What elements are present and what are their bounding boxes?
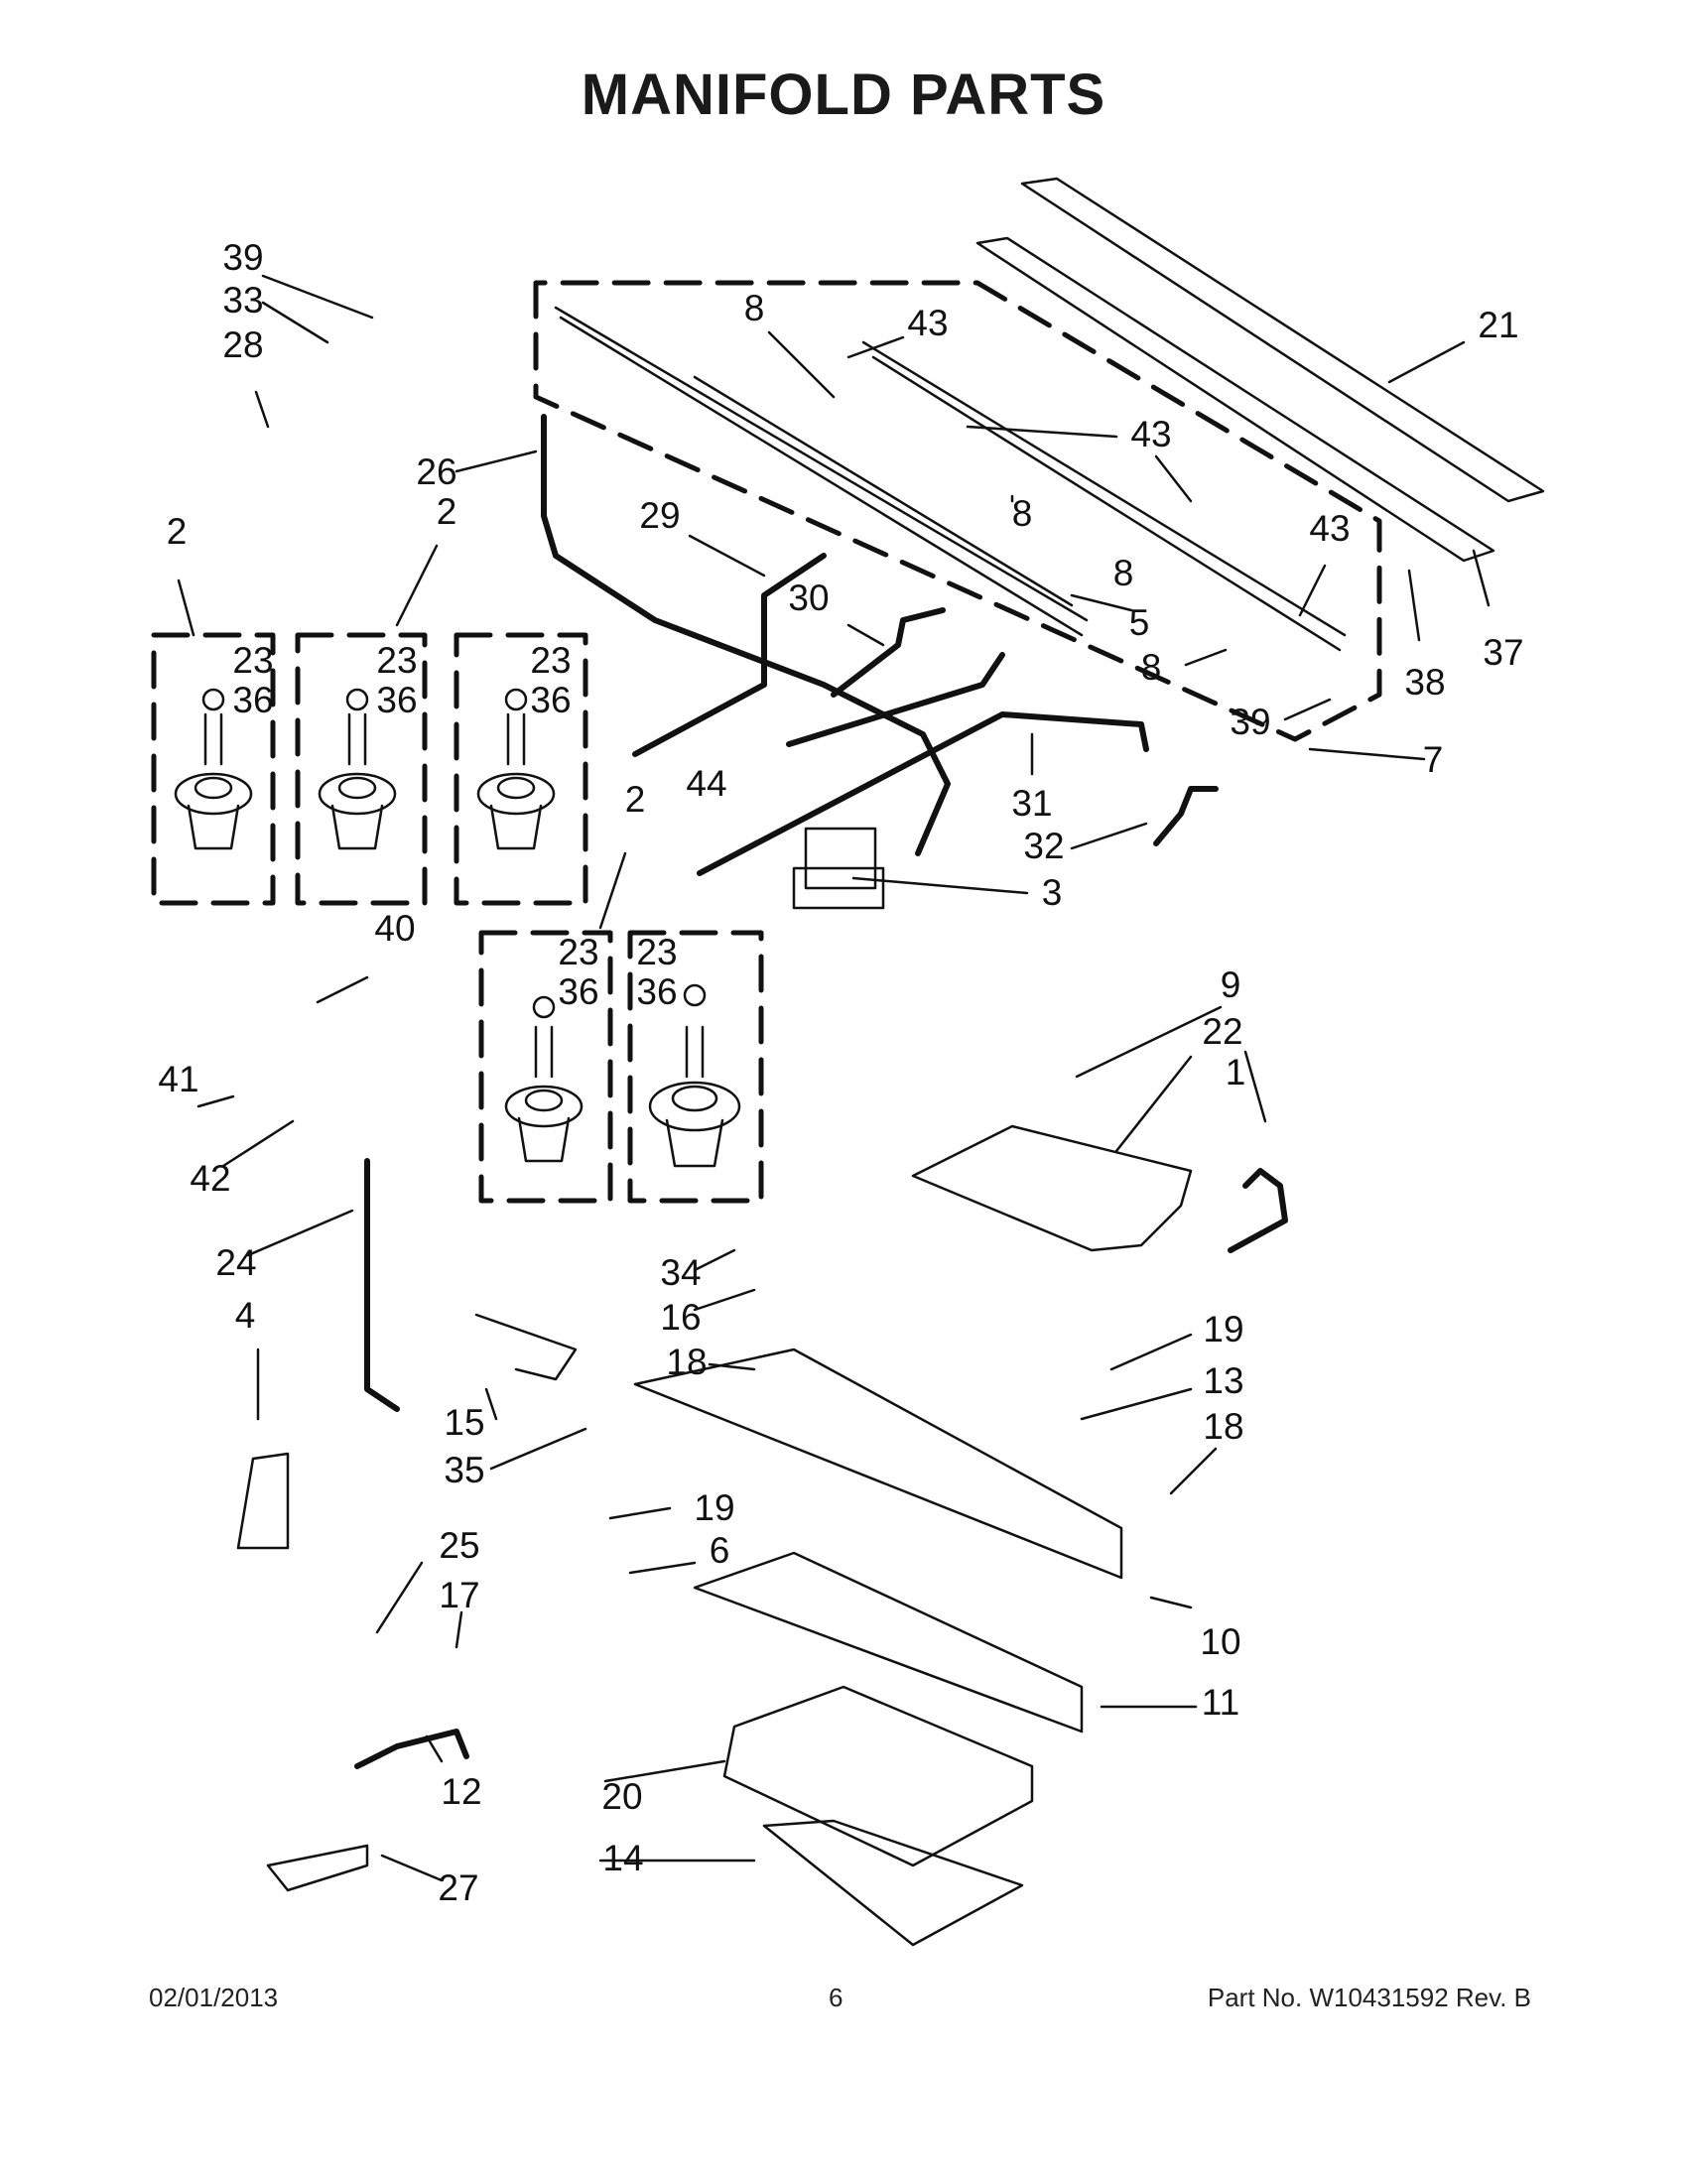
callout-label: 23 — [232, 640, 273, 681]
callout-label: 8 — [1113, 553, 1134, 593]
callout-label: 30 — [788, 578, 829, 618]
callout-label: 9 — [1221, 964, 1241, 1005]
callout-label: 26 — [416, 451, 456, 492]
callout-label: 28 — [222, 324, 263, 365]
callout-label: 23 — [558, 932, 598, 972]
callout-label: 36 — [558, 971, 598, 1012]
callout-label: 29 — [639, 495, 680, 536]
callout-label: 27 — [438, 1867, 478, 1908]
callout-label: 42 — [190, 1158, 230, 1199]
callout-label: 8 — [1012, 493, 1033, 534]
callout-label: 44 — [686, 763, 726, 804]
page-title: MANIFOLD PARTS — [581, 63, 1106, 127]
callout-label: 2 — [625, 779, 646, 820]
callout-label: 34 — [660, 1252, 701, 1293]
callout-label: 25 — [439, 1525, 479, 1566]
callout-label: 2 — [167, 511, 188, 552]
callout-label: 36 — [232, 680, 273, 720]
callout-label: 12 — [441, 1771, 481, 1812]
burner-valve-drawings — [174, 688, 741, 1168]
callout-label: 36 — [530, 680, 571, 720]
callout-label: 41 — [158, 1059, 198, 1099]
callout-label: 19 — [1203, 1309, 1243, 1349]
callout-label: 39 — [1230, 702, 1270, 742]
callout-label: 11 — [1202, 1682, 1239, 1723]
callout-label: 13 — [1203, 1360, 1243, 1401]
manifold-assembly-outline — [533, 280, 1382, 742]
callout-label: 7 — [1423, 739, 1444, 780]
callout-label: 38 — [1404, 662, 1445, 703]
burner-valve-group-outlines — [151, 632, 764, 1204]
callout-label: 5 — [1129, 602, 1150, 643]
callout-label: 22 — [1202, 1011, 1242, 1052]
callout-label: 20 — [601, 1776, 642, 1817]
callout-label: 8 — [744, 288, 765, 328]
callout-label: 43 — [1130, 414, 1171, 454]
callout-label: 21 — [1478, 305, 1518, 345]
safety-valve-drawing — [792, 827, 885, 910]
callout-label: 18 — [1203, 1406, 1243, 1447]
callout-label: 31 — [1011, 783, 1052, 824]
callout-label: 43 — [1309, 508, 1350, 549]
callout-label: 10 — [1200, 1621, 1240, 1662]
callout-label: 17 — [439, 1575, 479, 1615]
callout-label: 4 — [235, 1295, 256, 1336]
callout-label: 1 — [1226, 1052, 1246, 1092]
callout-label: 36 — [376, 680, 417, 720]
callout-label: 37 — [1483, 632, 1523, 673]
callout-label: 14 — [602, 1838, 643, 1878]
callout-label: 35 — [444, 1450, 484, 1490]
callout-label: 39 — [222, 237, 263, 278]
callout-label: 23 — [530, 640, 571, 681]
callout-label: 23 — [636, 932, 677, 972]
burner-and-baffles-drawing — [236, 1124, 1193, 1947]
callout-label: 24 — [215, 1242, 256, 1283]
callout-label: 43 — [907, 303, 948, 343]
callout-label: 40 — [374, 908, 415, 949]
callout-label: 19 — [694, 1487, 734, 1528]
manifold-rail-drawing — [554, 177, 1545, 652]
callout-label: 36 — [636, 971, 677, 1012]
callout-labels: 39 33 28 26 29 8 43 21 43 8 8 43 5 38 37… — [158, 237, 1523, 1908]
callout-label: 6 — [710, 1530, 730, 1571]
callout-label: 2 — [437, 491, 457, 532]
callout-label: 16 — [660, 1297, 701, 1338]
callout-label: 23 — [376, 640, 417, 681]
callout-label: 15 — [444, 1402, 484, 1443]
callout-label: 3 — [1042, 872, 1063, 913]
footer-date: 02/01/2013 — [149, 1983, 279, 2012]
callout-label: 18 — [666, 1342, 707, 1382]
callout-label: 32 — [1023, 826, 1064, 866]
callout-label: 33 — [222, 280, 263, 321]
leader-lines — [177, 274, 1491, 1882]
footer-part-number: Part No. W10431592 Rev. B — [1207, 1983, 1531, 2012]
callout-label: 8 — [1141, 647, 1162, 688]
gas-tubes-drawing — [354, 414, 1288, 1769]
footer-page-number: 6 — [829, 1983, 844, 2012]
